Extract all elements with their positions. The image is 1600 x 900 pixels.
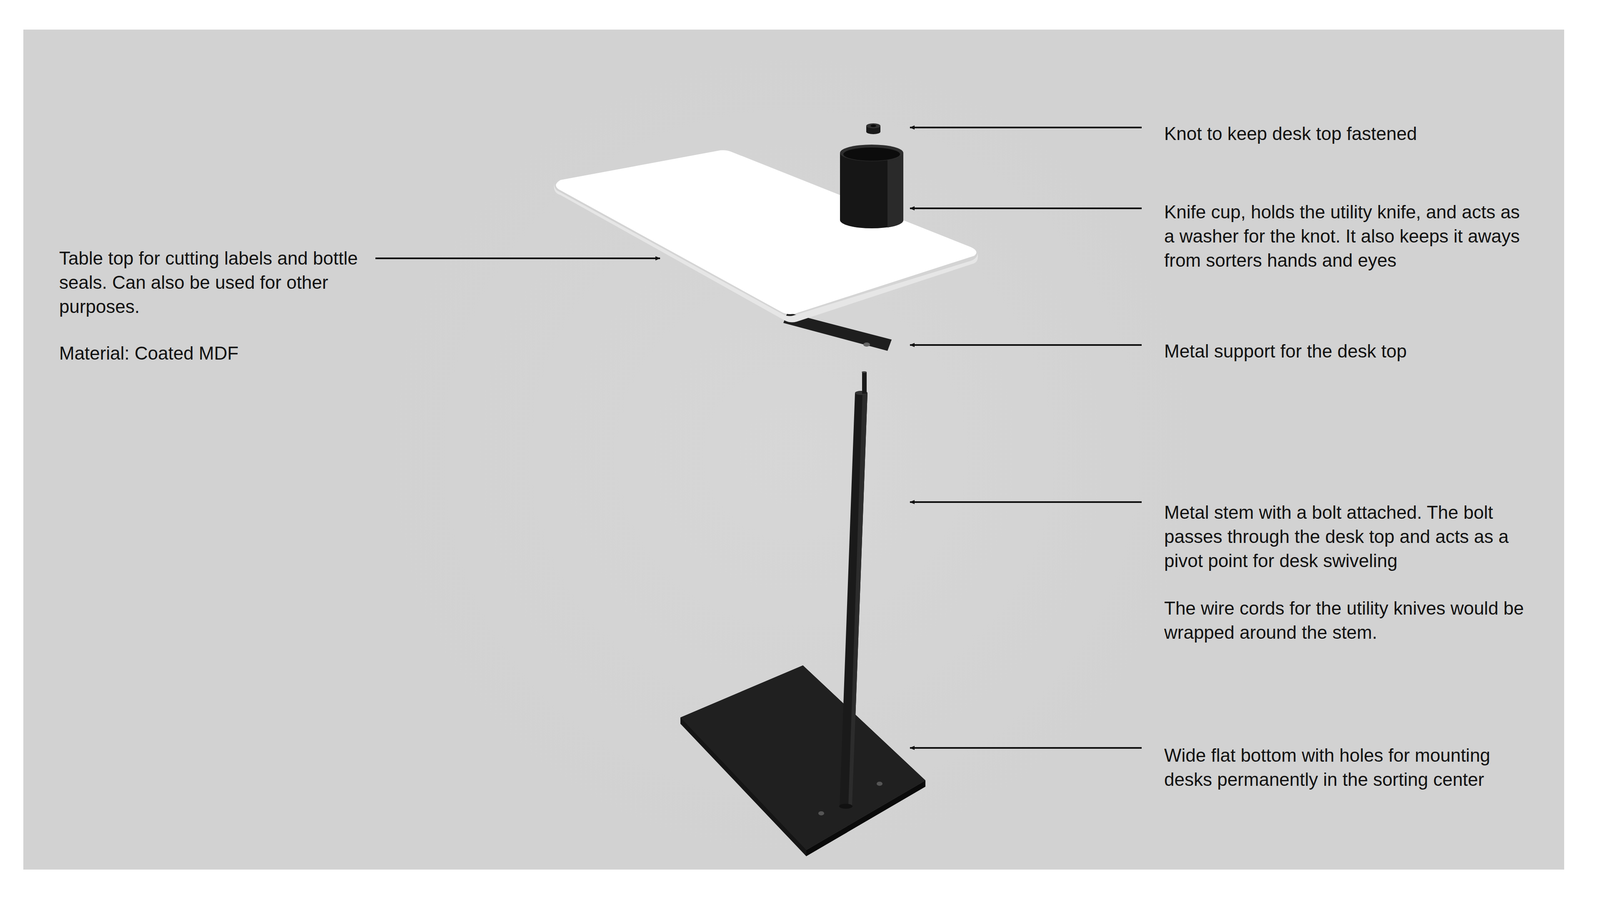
knife-cup <box>840 144 904 229</box>
callout-slot: The wire cords for the utility knives wo… <box>1164 596 1535 645</box>
callout-slot: Metal support for the desk top <box>1164 339 1535 364</box>
callout-text: Metal support for the desk top <box>1164 339 1535 364</box>
base-plate <box>680 665 926 857</box>
callout-text: Material: Coated MDF <box>59 341 368 366</box>
nut <box>866 123 881 135</box>
callout-slot: Table top for cutting labels and bottle … <box>59 246 368 319</box>
callout-text: Table top for cutting labels and bottle … <box>59 246 368 319</box>
callout-slot: Wide flat bottom with holes for mounting… <box>1164 743 1535 792</box>
callout-slot: Knot to keep desk top fastened <box>1164 121 1535 146</box>
callout-slot: Metal stem with a bolt attached. The bol… <box>1164 500 1535 573</box>
callout-text: Wide flat bottom with holes for mounting… <box>1164 743 1535 792</box>
callout-slot: Material: Coated MDF <box>59 341 368 366</box>
callout-text: The wire cords for the utility knives wo… <box>1164 596 1535 645</box>
callout-text: Metal stem with a bolt attached. The bol… <box>1164 500 1535 573</box>
callout-text: Knife cup, holds the utility knife, and … <box>1164 200 1535 273</box>
callout-text: Knot to keep desk top fastened <box>1164 121 1535 146</box>
metal-stem <box>839 371 868 809</box>
leader-lines <box>375 127 1142 748</box>
callout-slot: Knife cup, holds the utility knife, and … <box>1164 200 1535 273</box>
table-top <box>554 150 978 323</box>
